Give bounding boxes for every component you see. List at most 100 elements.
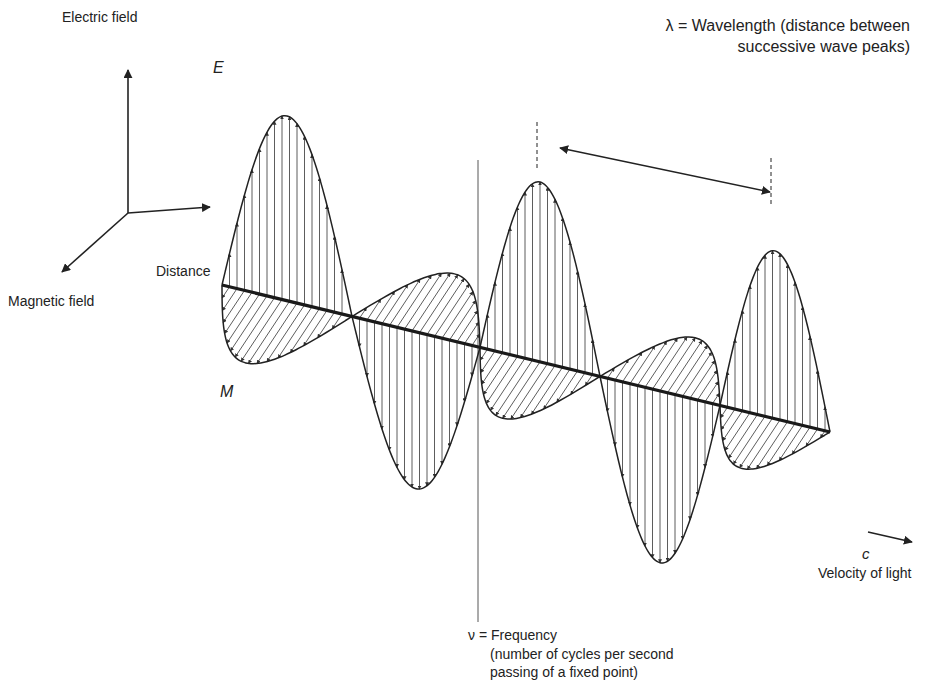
field-hatch bbox=[252, 170, 253, 293]
velocity-label: Velocity of light bbox=[818, 564, 911, 582]
field-hatch bbox=[729, 414, 758, 458]
field-hatch bbox=[712, 404, 713, 438]
field-hatch bbox=[449, 340, 450, 447]
field-hatch bbox=[750, 286, 751, 413]
field-hatch bbox=[472, 345, 473, 376]
field-hatch bbox=[757, 422, 788, 469]
field-hatch bbox=[520, 366, 555, 418]
field-hatch bbox=[397, 327, 398, 467]
field-hatch bbox=[502, 253, 503, 353]
field-hatch bbox=[297, 124, 298, 304]
field-hatch bbox=[780, 254, 781, 420]
field-hatch bbox=[230, 296, 267, 351]
magnetic-curve bbox=[352, 273, 480, 347]
field-hatch bbox=[412, 273, 450, 331]
field-hatch bbox=[810, 336, 811, 427]
field-hatch bbox=[420, 275, 458, 333]
field-hatch bbox=[675, 395, 676, 554]
electric-curve bbox=[480, 182, 600, 377]
field-hatch bbox=[374, 322, 375, 404]
field-hatch bbox=[290, 309, 319, 353]
field-hatch bbox=[721, 409, 735, 430]
field-hatch bbox=[223, 290, 244, 322]
field-hatch bbox=[615, 380, 616, 446]
field-hatch bbox=[660, 338, 695, 391]
field-hatch bbox=[375, 291, 395, 321]
field-hatch bbox=[259, 148, 260, 294]
field-hatch bbox=[367, 299, 381, 320]
field-hatch bbox=[495, 282, 496, 351]
field-hatch bbox=[555, 199, 556, 365]
field-hatch bbox=[389, 325, 390, 450]
field-hatch bbox=[289, 117, 290, 302]
field-hatch bbox=[698, 370, 718, 400]
field-hatch bbox=[334, 236, 335, 312]
field-hatch bbox=[675, 345, 708, 394]
field-hatch bbox=[419, 333, 420, 489]
velocity-arrow bbox=[868, 532, 912, 542]
electric-axis bbox=[127, 70, 129, 213]
field-hatch bbox=[652, 389, 653, 558]
electric-wave bbox=[222, 116, 830, 563]
field-hatch bbox=[244, 195, 245, 291]
frequency-label: ν = Frequency bbox=[468, 626, 557, 644]
field-hatch bbox=[318, 312, 335, 338]
electric-curve bbox=[222, 116, 352, 317]
field-hatch bbox=[660, 391, 661, 563]
field-hatch bbox=[442, 292, 473, 339]
field-hatch bbox=[682, 396, 683, 539]
field-hatch bbox=[397, 275, 431, 327]
field-hatch bbox=[690, 398, 691, 520]
field-hatch bbox=[472, 334, 480, 345]
field-hatch bbox=[562, 218, 563, 368]
field-hatch bbox=[222, 289, 237, 311]
field-hatch bbox=[705, 381, 718, 401]
field-hatch bbox=[557, 371, 578, 402]
field-hatch bbox=[585, 304, 586, 373]
field-hatch bbox=[435, 284, 470, 336]
field-hatch bbox=[235, 298, 274, 357]
field-hatch bbox=[742, 310, 743, 411]
field-hatch bbox=[442, 338, 443, 464]
field-hatch bbox=[480, 349, 487, 360]
magnetic-curve bbox=[720, 405, 830, 469]
field-hatch bbox=[241, 300, 282, 362]
field-hatch bbox=[257, 303, 297, 363]
field-hatch bbox=[487, 314, 488, 349]
field-hatch bbox=[570, 242, 571, 369]
field-hatch bbox=[765, 255, 766, 416]
field-hatch bbox=[817, 370, 818, 429]
field-hatch bbox=[312, 155, 313, 307]
field-hatch bbox=[720, 407, 727, 418]
field-hatch bbox=[465, 322, 479, 344]
field-hatch bbox=[622, 382, 623, 478]
field-hatch bbox=[683, 352, 712, 396]
field-hatch bbox=[342, 270, 343, 314]
field-hatch bbox=[772, 251, 773, 419]
dimension-arrow bbox=[560, 148, 770, 192]
field-hatch bbox=[735, 339, 736, 409]
axis-label: Magnetic field bbox=[8, 292, 94, 310]
field-hatch bbox=[486, 356, 517, 403]
frequency-note: (number of cycles per second passing of … bbox=[490, 645, 700, 681]
field-hatch bbox=[484, 355, 510, 395]
velocity-symbol: c bbox=[862, 544, 870, 564]
field-hatch bbox=[404, 329, 405, 480]
field-hatch bbox=[740, 418, 773, 468]
field-hatch bbox=[525, 192, 526, 358]
magnetic-wave bbox=[222, 273, 830, 469]
field-hatch bbox=[713, 393, 720, 403]
field-hatch bbox=[630, 384, 631, 506]
field-hatch bbox=[792, 427, 810, 454]
field-hatch bbox=[367, 320, 368, 377]
wave-symbol: E bbox=[213, 58, 224, 79]
field-hatch bbox=[427, 335, 428, 486]
field-hatch bbox=[547, 187, 548, 364]
field-hatch bbox=[795, 282, 796, 423]
field-hatch bbox=[540, 182, 541, 362]
magnetic-curve bbox=[222, 285, 352, 364]
field-hatch bbox=[757, 267, 758, 414]
